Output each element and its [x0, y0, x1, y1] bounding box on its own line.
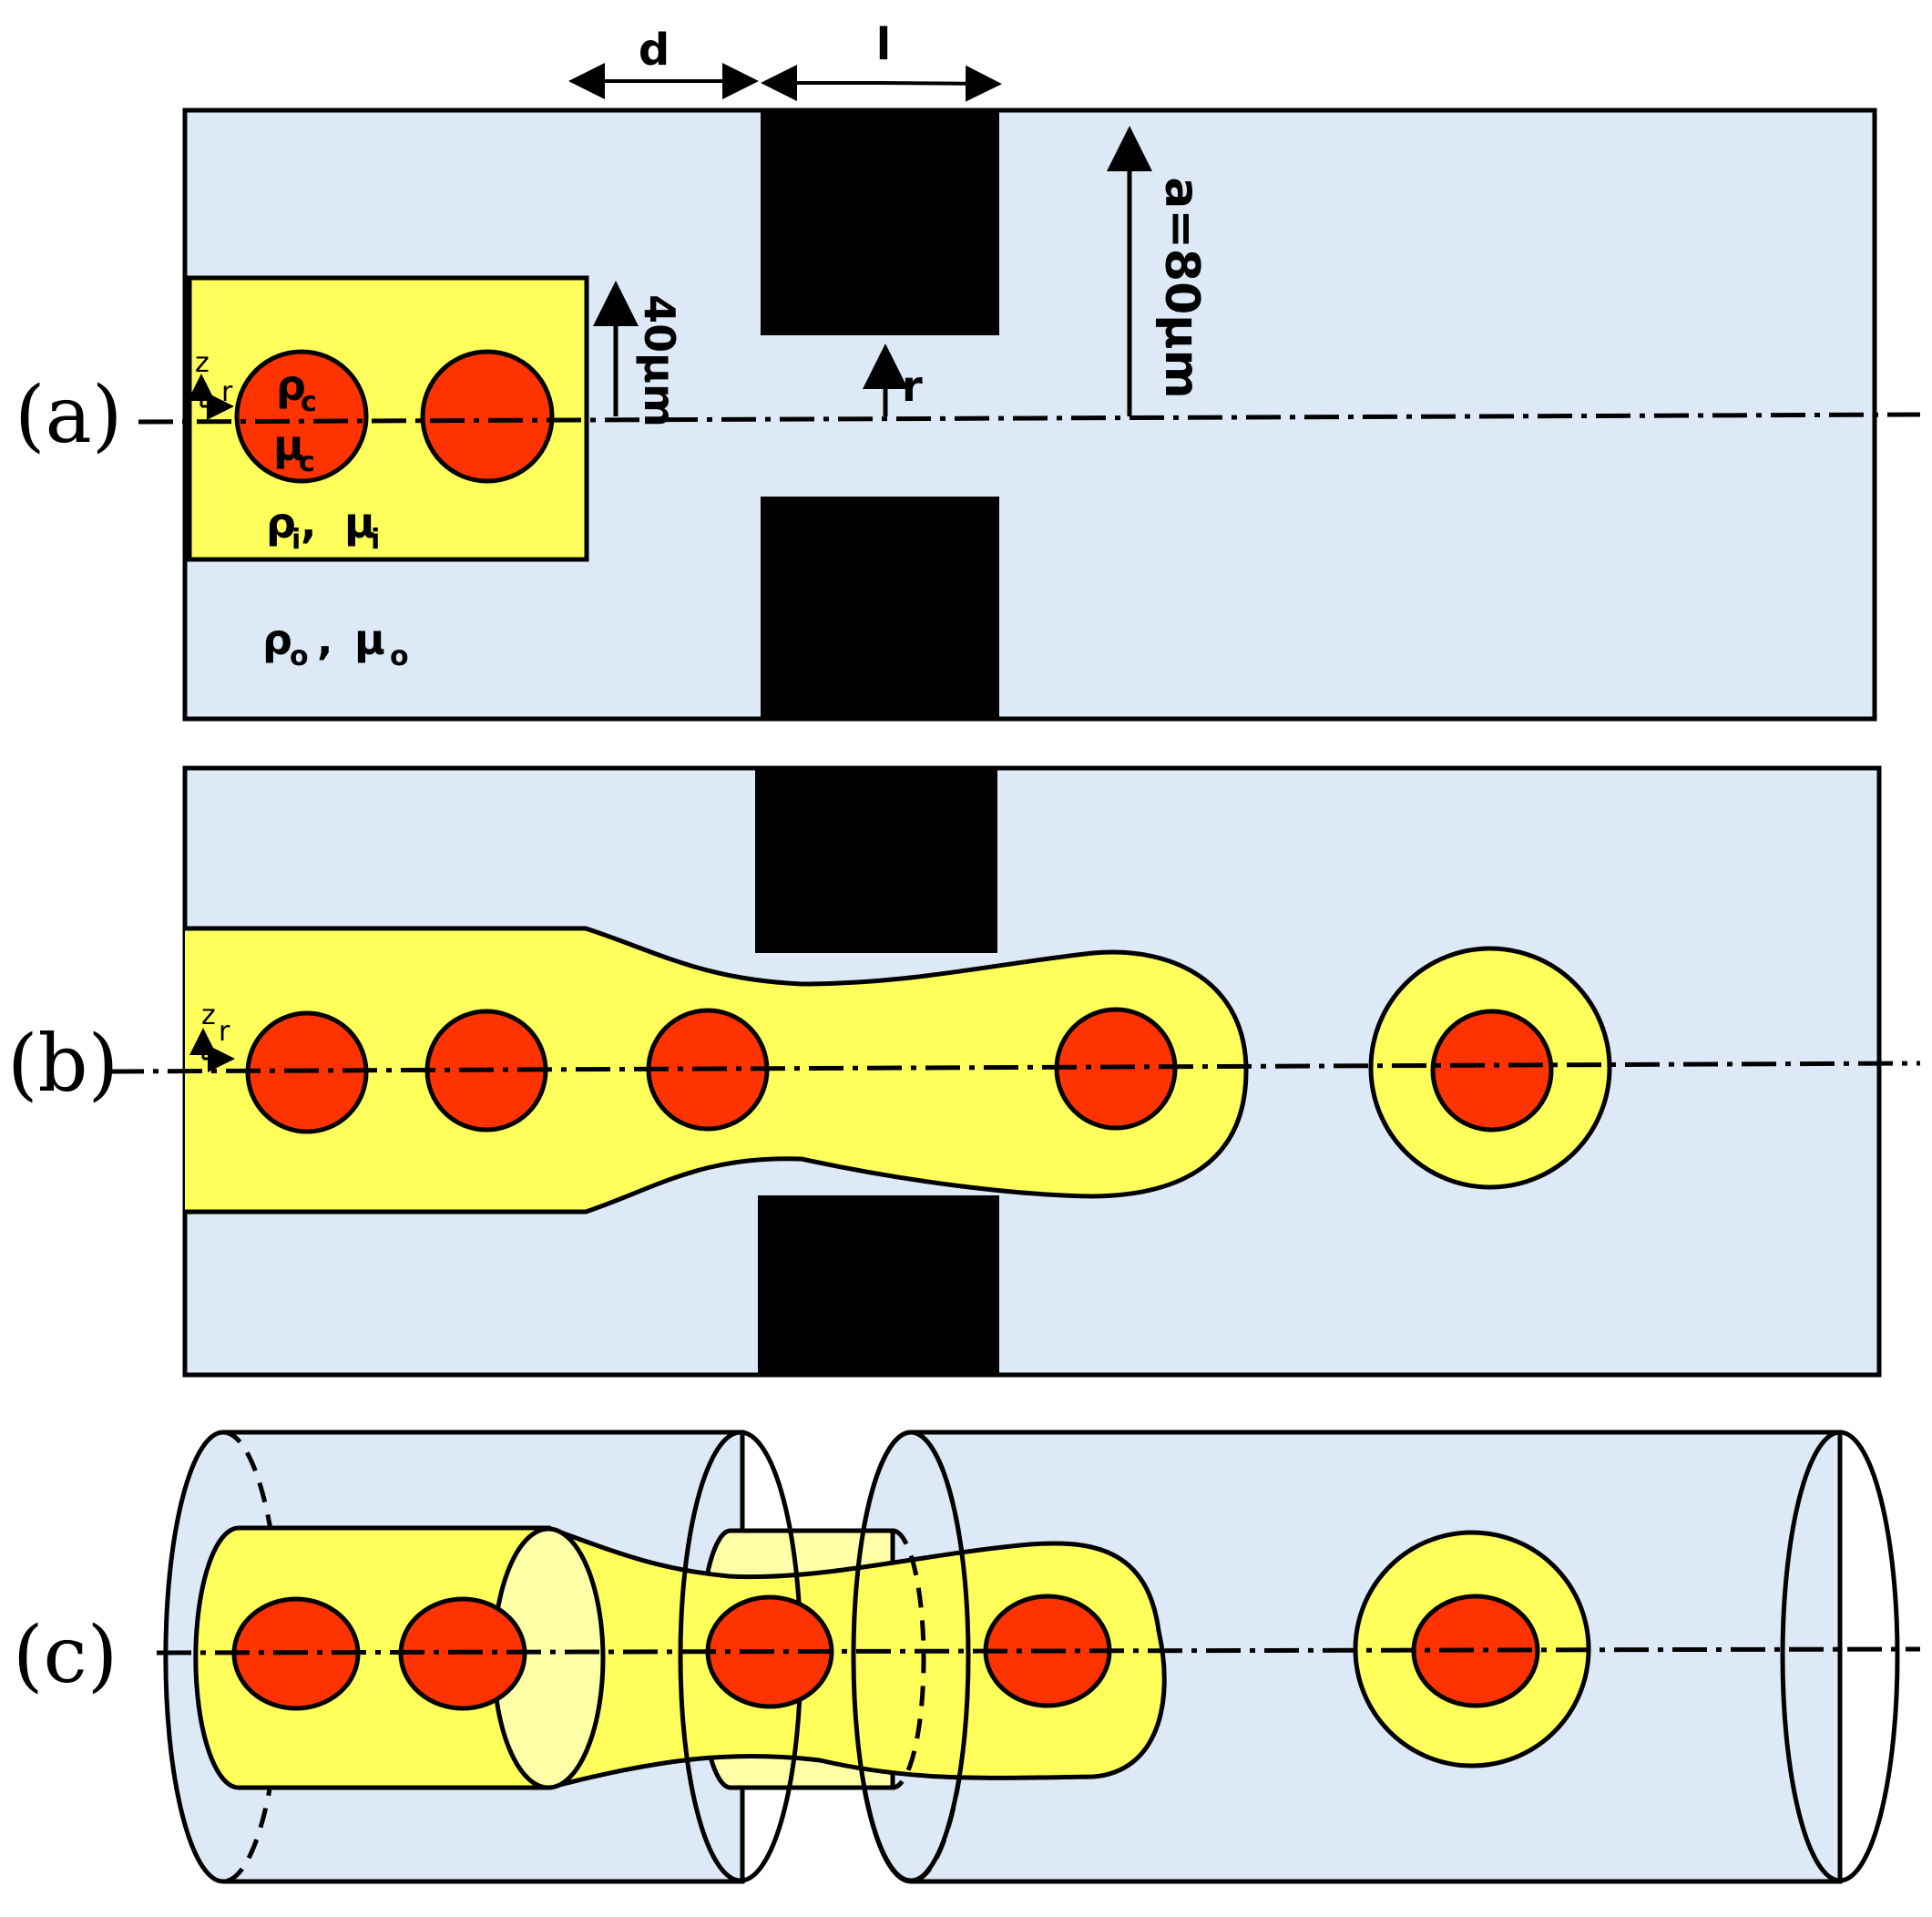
dim-r-label: r — [902, 362, 923, 411]
inner-fluid-label: ρ i , μ i — [266, 498, 380, 556]
panel-b-label: (b) — [7, 1019, 118, 1110]
axis-r-label: r — [221, 376, 233, 408]
compound-jet — [547, 1525, 1167, 1790]
svg-text:,: , — [301, 498, 316, 548]
constriction-top — [755, 768, 997, 953]
right-end-cap — [1780, 1430, 1900, 1883]
svg-text:o: o — [390, 641, 409, 672]
svg-text:μ: μ — [354, 615, 385, 664]
cell — [420, 349, 555, 484]
svg-text:,: , — [317, 615, 332, 664]
dim-l-label: l — [876, 19, 891, 70]
panel-c-label: (c) — [13, 1610, 118, 1701]
panel-c: (c) — [13, 1430, 1921, 1884]
centerline-icon — [138, 412, 1921, 425]
panel-b: z r (b) — [7, 765, 1921, 1378]
svg-text:i: i — [371, 524, 380, 556]
core-mu-label: μ c — [273, 421, 315, 478]
centerline-icon — [108, 1061, 1921, 1074]
cell — [234, 349, 369, 484]
axis-z-label: z — [195, 347, 210, 379]
nozzle-cylinder — [193, 1525, 551, 1790]
constriction-ring-hidden — [892, 1528, 926, 1790]
cell — [1430, 1009, 1554, 1133]
outer-fluid-label: ρ o , μ o — [262, 615, 409, 672]
channel-radius-label: a=80μm — [1154, 177, 1209, 398]
constriction-top — [761, 110, 999, 335]
svg-text:i: i — [291, 524, 301, 556]
centerline-icon — [156, 1646, 1921, 1656]
panel-a: d l r 40μm a=80μm z r ρ c μ c ρ i , μ i — [15, 19, 1921, 722]
svg-text:o: o — [290, 641, 309, 672]
dim-d-label: d — [639, 25, 670, 76]
axis-r-label: r — [219, 1016, 230, 1048]
svg-text:c: c — [299, 446, 315, 478]
svg-text:ρ: ρ — [262, 615, 292, 664]
svg-text:μ: μ — [273, 421, 304, 470]
panel-a-label: (a) — [15, 370, 122, 461]
svg-text:c: c — [301, 386, 317, 418]
svg-text:μ: μ — [344, 498, 375, 548]
svg-text:ρ: ρ — [276, 361, 306, 410]
svg-text:ρ: ρ — [266, 498, 296, 548]
constriction-bottom — [761, 497, 999, 719]
nozzle-radius-label: 40μm — [635, 294, 684, 427]
constriction-bottom — [758, 1195, 999, 1375]
core-rho-label: ρ c — [276, 361, 317, 418]
axis-z-label: z — [201, 1000, 216, 1031]
constriction-ring-right — [851, 1430, 971, 1883]
arrowhead-icon — [879, 65, 1002, 102]
